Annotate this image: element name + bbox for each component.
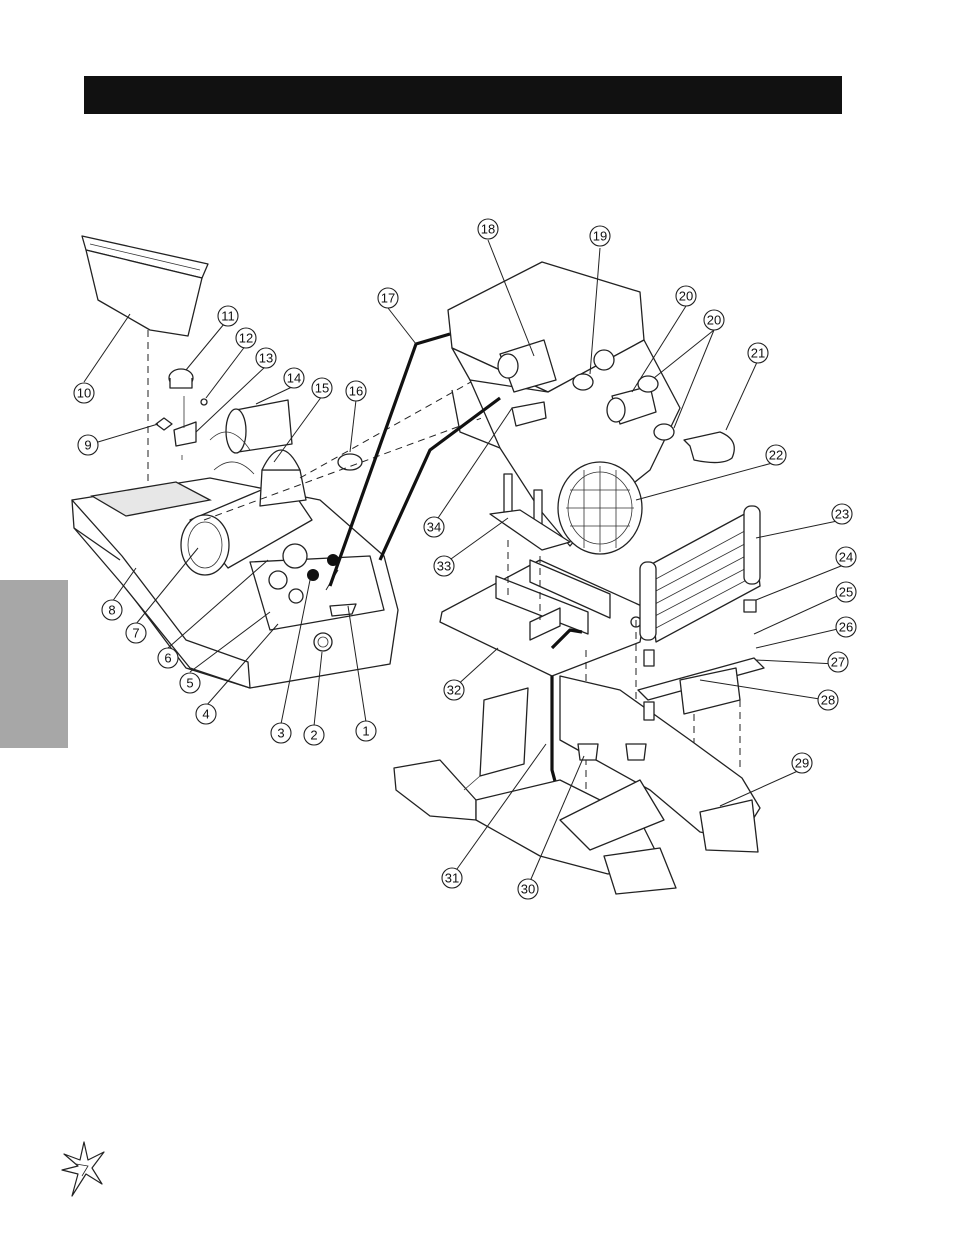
starburst-logo-icon bbox=[61, 1141, 105, 1197]
callout-25: 25 bbox=[835, 581, 857, 603]
callout-label: 18 bbox=[481, 222, 495, 237]
callout-12: 12 bbox=[235, 327, 257, 349]
callout-6: 6 bbox=[157, 647, 179, 669]
callout-8: 8 bbox=[101, 599, 123, 621]
callout-label: 10 bbox=[77, 386, 91, 401]
callout-20: 20 bbox=[703, 309, 725, 331]
callout-4: 4 bbox=[195, 703, 217, 725]
callout-label: 26 bbox=[839, 620, 853, 635]
callout-label: 20 bbox=[707, 313, 721, 328]
callout-label: 6 bbox=[164, 651, 171, 666]
cable-31-part bbox=[378, 396, 501, 561]
callout-label: 20 bbox=[679, 289, 693, 304]
callout-label: 2 bbox=[310, 728, 317, 743]
title-bar bbox=[84, 76, 842, 114]
engine-part bbox=[447, 261, 681, 555]
callout-label: 33 bbox=[437, 559, 451, 574]
callout-label: 8 bbox=[108, 603, 115, 618]
callout-13: 13 bbox=[255, 347, 277, 369]
subframe-part bbox=[439, 559, 647, 677]
callout-label: 27 bbox=[831, 655, 845, 670]
callout-label: 5 bbox=[186, 676, 193, 691]
leader-lines bbox=[83, 239, 847, 887]
callout-15: 15 bbox=[311, 377, 333, 399]
callout-label: 21 bbox=[751, 346, 765, 361]
hose-clamp-part bbox=[337, 453, 363, 471]
callout-label: 14 bbox=[287, 371, 301, 386]
callout-label: 19 bbox=[593, 229, 607, 244]
callout-17: 17 bbox=[377, 287, 399, 309]
callout-label: 29 bbox=[795, 756, 809, 771]
callout-label: 23 bbox=[835, 507, 849, 522]
callout-32: 32 bbox=[443, 679, 465, 701]
callout-label: 1 bbox=[362, 724, 369, 739]
hose-21-part bbox=[683, 431, 735, 464]
callout-label: 11 bbox=[221, 309, 235, 324]
callout-28: 28 bbox=[817, 689, 839, 711]
rubber-mount-part bbox=[577, 599, 757, 761]
callout-29: 29 bbox=[791, 752, 813, 774]
air-cleaner-part bbox=[180, 449, 313, 576]
callout-7: 7 bbox=[125, 622, 147, 644]
clamp-20-part bbox=[572, 373, 675, 441]
clamp-part bbox=[209, 399, 293, 475]
frame-part bbox=[393, 675, 761, 895]
callout-label: 25 bbox=[839, 585, 853, 600]
callout-label: 32 bbox=[447, 683, 461, 698]
knob-bracket-part bbox=[155, 368, 208, 460]
callout-9: 9 bbox=[77, 434, 99, 456]
callout-1: 1 bbox=[355, 720, 377, 742]
callout-label: 24 bbox=[839, 550, 853, 565]
callout-label: 28 bbox=[821, 693, 835, 708]
callout-5: 5 bbox=[179, 672, 201, 694]
callout-22: 22 bbox=[765, 444, 787, 466]
callout-23: 23 bbox=[831, 503, 853, 525]
callout-label: 30 bbox=[521, 882, 535, 897]
callout-16: 16 bbox=[345, 380, 367, 402]
callout-label: 4 bbox=[202, 707, 209, 722]
callout-14: 14 bbox=[283, 367, 305, 389]
callout-24: 24 bbox=[835, 546, 857, 568]
callout-11: 11 bbox=[217, 305, 239, 327]
section-tab bbox=[0, 580, 68, 748]
callout-20: 20 bbox=[675, 285, 697, 307]
callout-18: 18 bbox=[477, 218, 499, 240]
callout-label: 12 bbox=[239, 331, 253, 346]
callout-19: 19 bbox=[589, 225, 611, 247]
mount-plate-part bbox=[489, 509, 571, 551]
callout-26: 26 bbox=[835, 616, 857, 638]
callout-label: 22 bbox=[769, 448, 783, 463]
callout-21: 21 bbox=[747, 342, 769, 364]
callout-label: 13 bbox=[259, 351, 273, 366]
callout-label: 15 bbox=[315, 381, 329, 396]
callout-31: 31 bbox=[441, 867, 463, 889]
callout-label: 17 bbox=[381, 291, 395, 306]
callout-label: 7 bbox=[132, 626, 139, 641]
callout-label: 3 bbox=[277, 726, 284, 741]
callout-27: 27 bbox=[827, 651, 849, 673]
callout-34: 34 bbox=[423, 516, 445, 538]
radiator-part bbox=[639, 505, 761, 643]
callout-33: 33 bbox=[433, 555, 455, 577]
callout-3: 3 bbox=[270, 722, 292, 744]
callout-30: 30 bbox=[517, 878, 539, 900]
callout-label: 34 bbox=[427, 520, 441, 535]
callout-10: 10 bbox=[73, 382, 95, 404]
callout-label: 31 bbox=[445, 871, 459, 886]
tray-part bbox=[81, 235, 209, 337]
callout-label: 9 bbox=[84, 438, 91, 453]
callout-2: 2 bbox=[303, 724, 325, 746]
callout-label: 16 bbox=[349, 384, 363, 399]
